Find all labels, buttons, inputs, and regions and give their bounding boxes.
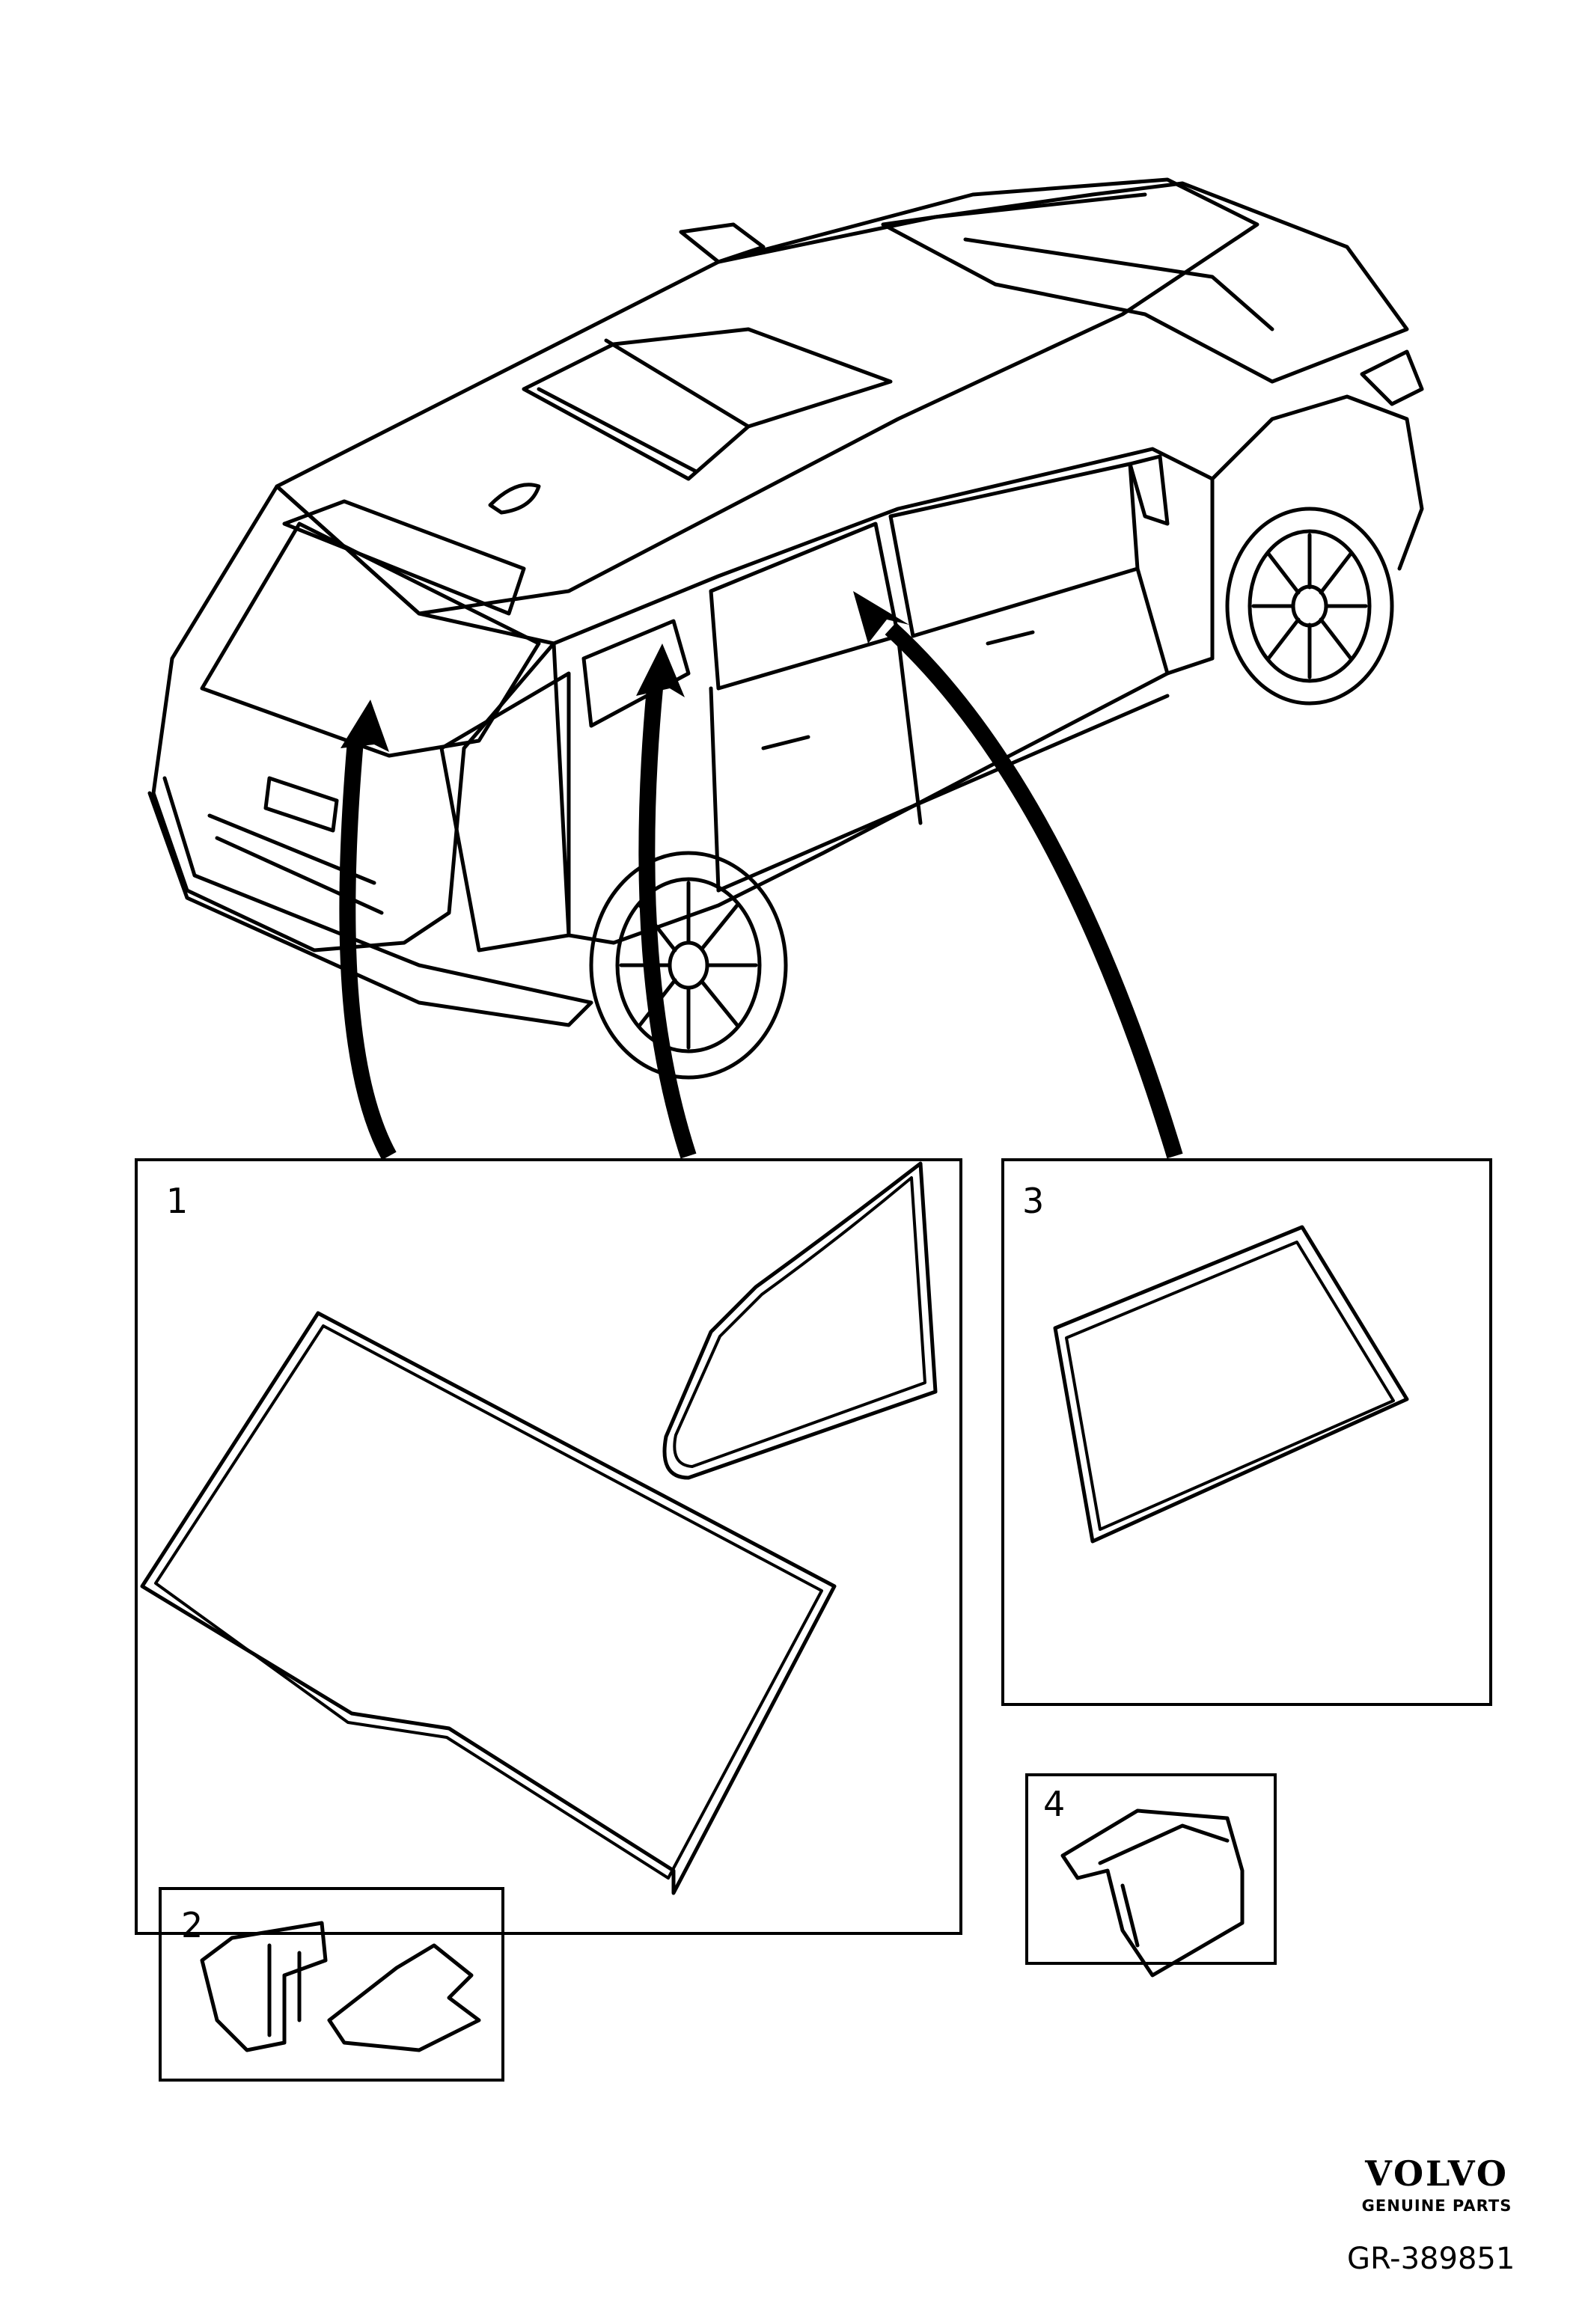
spoiler: [282, 499, 526, 616]
taillight: [439, 671, 571, 952]
callout-3: 3: [1022, 1181, 1045, 1221]
front-door-window: [888, 462, 1140, 638]
callout-2: 2: [181, 1905, 204, 1945]
arrow-door-window: [885, 622, 1183, 1159]
car-roof: [275, 177, 1259, 616]
part-box-1: [135, 1158, 962, 1935]
front-wheel: [1225, 507, 1394, 706]
arrow-quarter-window: [638, 687, 697, 1159]
part-box-3: [1001, 1158, 1492, 1706]
headlight: [1360, 349, 1424, 406]
car-hood: [881, 181, 1409, 384]
part-box-4: [1025, 1773, 1277, 1965]
arrowhead-2: [636, 643, 685, 697]
clip-4: [1060, 1808, 1245, 1978]
roof-antenna: [488, 483, 541, 515]
pointer-arrows: [339, 622, 1183, 1161]
mirror-left: [679, 222, 766, 264]
door-glass: [1053, 1225, 1409, 1544]
mirror-right: [1128, 454, 1170, 526]
brand-name: VOLVO: [1365, 2153, 1509, 2194]
license-plate: [263, 776, 339, 833]
rear-windshield-glass: [140, 1311, 837, 1895]
tailgate-body: [151, 484, 556, 952]
sunroof: [522, 327, 893, 481]
rear-bumper: [147, 776, 593, 1027]
reference-number: GR-389851: [1347, 2242, 1515, 2276]
brand-logo: VOLVO GENUINE PARTS: [1340, 2153, 1534, 2215]
part-box-2: [159, 1887, 504, 2082]
arrowhead-1: [341, 700, 389, 752]
clip-parts: [200, 1921, 481, 2052]
front-door-handle: [986, 630, 1035, 646]
rear-wheel: [589, 851, 788, 1080]
front-fender: [1210, 394, 1424, 571]
rear-door-handle: [761, 735, 810, 750]
brand-tagline: GENUINE PARTS: [1361, 2197, 1512, 2215]
arrow-rear-window: [339, 740, 397, 1161]
rear-window-outline: [200, 522, 541, 758]
quarter-glass: [662, 1161, 938, 1480]
arrowhead-3: [853, 591, 909, 643]
car-side: [552, 447, 1215, 945]
quarter-window: [581, 619, 691, 728]
callout-4: 4: [1043, 1784, 1066, 1824]
callout-1: 1: [166, 1181, 189, 1221]
